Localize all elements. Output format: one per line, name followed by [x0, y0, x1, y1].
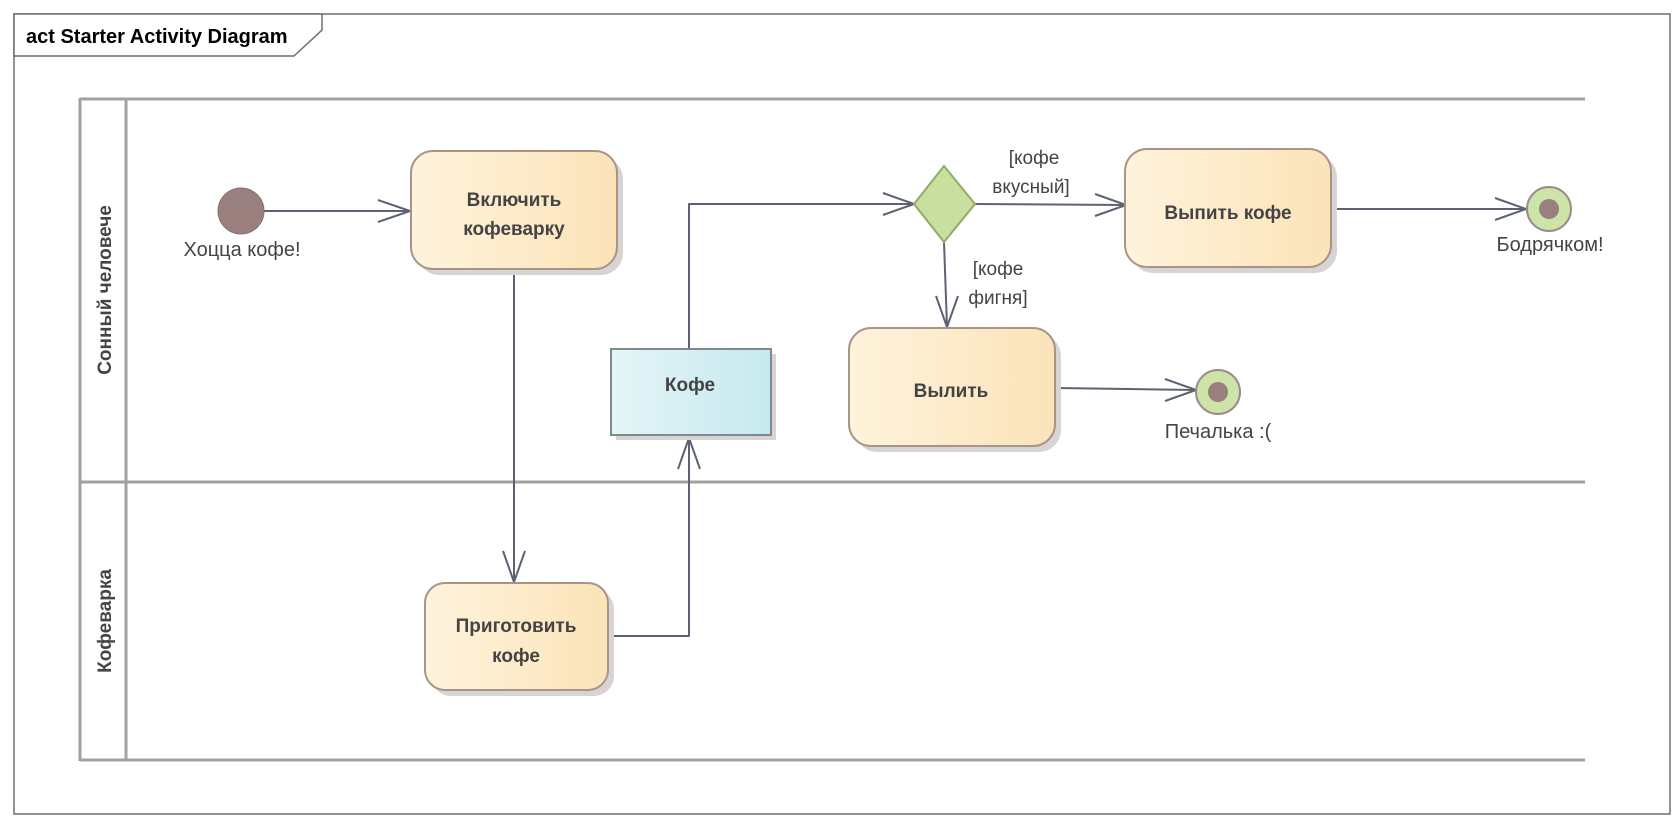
initial-node[interactable]	[217, 187, 265, 235]
final-node-sad-dot	[1208, 382, 1228, 402]
decision-node[interactable]	[912, 164, 977, 244]
lane-label-coffeemaker: Кофеварка	[95, 569, 116, 673]
action-turn-on-line2: кофеварку	[463, 219, 565, 240]
guard-crap-line1: [кофе	[973, 259, 1024, 280]
edge-pour-to-final-sad	[1055, 387, 1197, 391]
action-turn-on-line1: Включить	[467, 190, 562, 211]
frame-title-tab	[13, 13, 323, 57]
action-pour[interactable]	[848, 327, 1056, 447]
guard-tasty-line1: [кофе	[1009, 148, 1060, 169]
object-node-coffee[interactable]	[610, 348, 772, 436]
action-turn-on[interactable]	[410, 150, 618, 270]
action-pour-label: Вылить	[914, 381, 989, 402]
initial-node-label: Хоцца кофе!	[183, 239, 300, 261]
edge-brew-to-coffee	[609, 438, 690, 637]
final-node-happy-dot	[1539, 199, 1559, 219]
object-node-coffee-label: Кофе	[665, 375, 715, 396]
guard-crap-line2: фигня]	[968, 288, 1027, 309]
frame-title: act Starter Activity Diagram	[26, 26, 288, 48]
swimlane-container	[78, 97, 1585, 762]
action-brew[interactable]	[424, 582, 609, 691]
diagram-frame	[13, 13, 1671, 815]
final-node-sad-label: Печалька :(	[1165, 421, 1272, 443]
edge-decision-to-drink	[974, 203, 1127, 206]
guard-tasty-line2: вкусный]	[992, 177, 1069, 198]
edge-decision-to-pour	[943, 241, 948, 328]
edge-coffee-to-decision	[688, 203, 914, 348]
action-drink[interactable]	[1124, 148, 1332, 268]
action-drink-label: Выпить кофе	[1164, 203, 1291, 224]
action-brew-line1: Приготовить	[456, 616, 577, 637]
lane-label-sleepy: Сонный человече	[95, 205, 116, 375]
final-node-happy-label: Бодрячком!	[1496, 234, 1603, 256]
action-brew-line2: кофе	[492, 646, 540, 667]
